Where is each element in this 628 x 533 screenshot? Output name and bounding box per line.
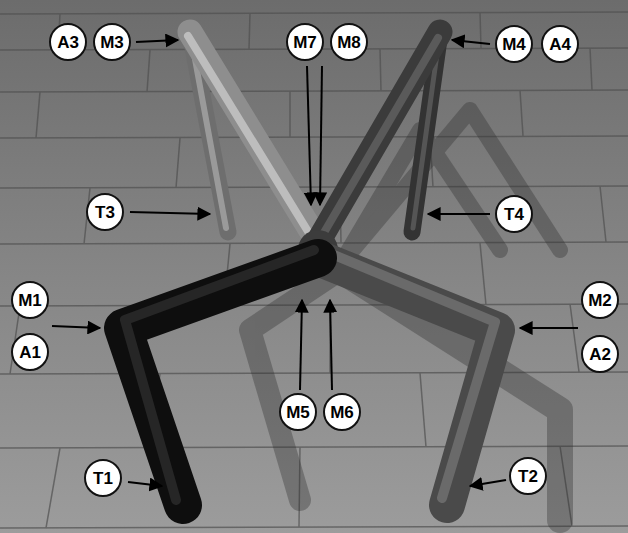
callout-label: M5 [279, 393, 317, 431]
callout-label: T3 [86, 193, 124, 231]
callout-label: M4 [495, 25, 533, 63]
robot-legs [123, 32, 497, 505]
callout-label: A1 [11, 333, 49, 371]
leader-lines [52, 40, 578, 486]
callout-label: T4 [495, 195, 533, 233]
callout-label: A3 [49, 23, 87, 61]
callout-label: T1 [84, 459, 122, 497]
callout-label: M2 [581, 281, 619, 319]
floor-planks [0, 12, 628, 528]
callout-label: M7 [286, 23, 324, 61]
callout-label: T2 [509, 457, 547, 495]
callout-label: M6 [323, 393, 361, 431]
callout-label: M1 [11, 281, 49, 319]
callout-label: A2 [581, 335, 619, 373]
callout-label: A4 [541, 25, 579, 63]
callout-label: M8 [330, 23, 368, 61]
robot-shadow [250, 110, 560, 520]
callout-label: M3 [93, 23, 131, 61]
